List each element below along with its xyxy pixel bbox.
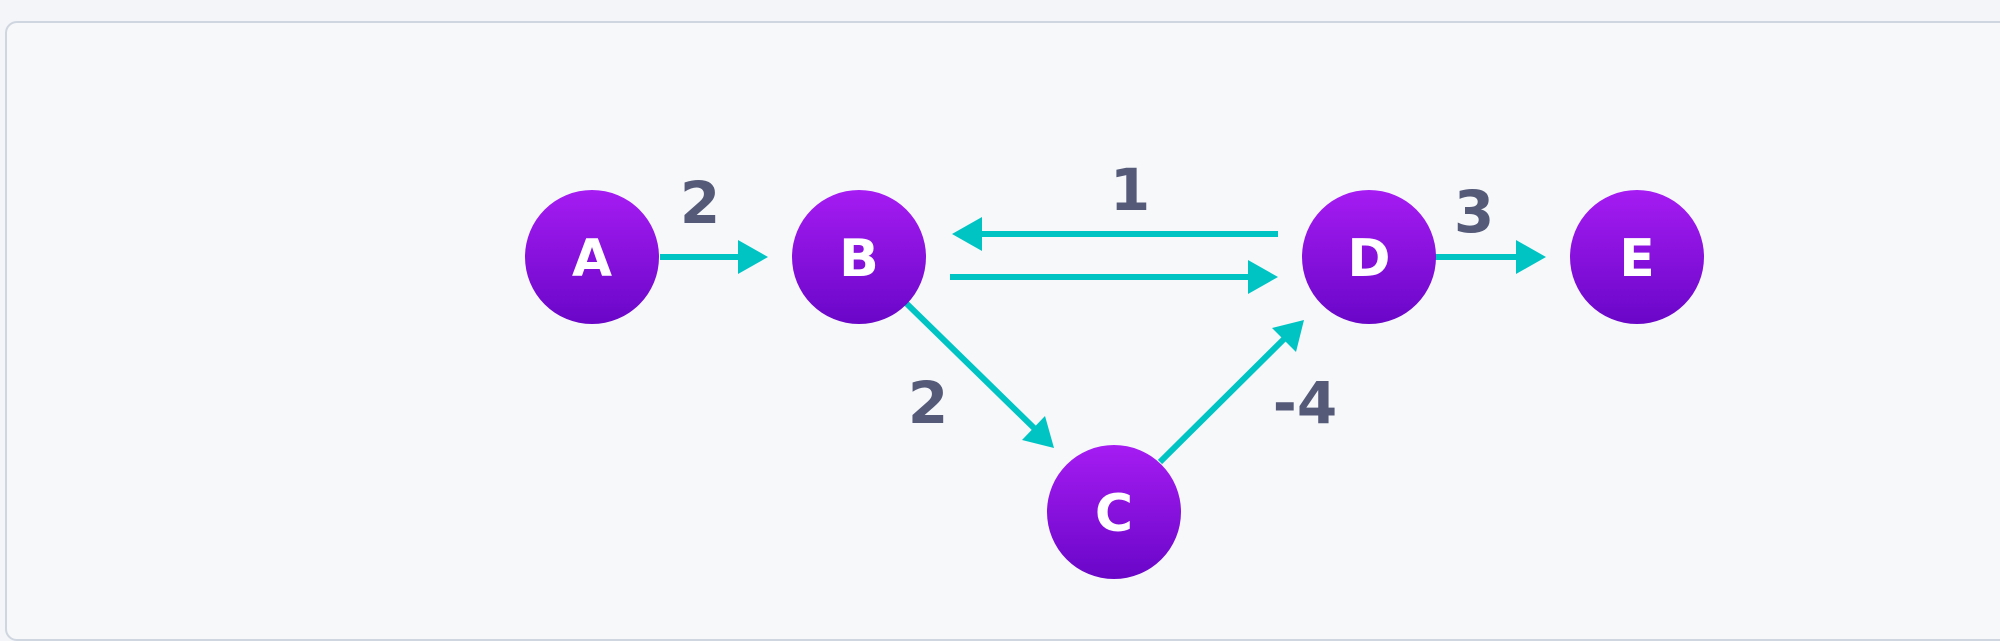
node-e-label: E [1619, 229, 1655, 289]
edge-b-c [903, 300, 1054, 448]
edge-c-d [1157, 320, 1304, 465]
diagram-panel [5, 21, 2000, 641]
weight-c-d: -4 [1273, 369, 1337, 437]
node-c: C [1047, 445, 1181, 579]
graph-diagram: 2 1 2 -4 3 A B C D E [525, 156, 1704, 579]
weight-d-e: 3 [1454, 178, 1494, 246]
node-b-label: B [839, 229, 879, 289]
edge-d-e [1432, 240, 1546, 274]
weight-b-c: 2 [908, 369, 948, 437]
node-c-label: C [1095, 484, 1133, 544]
edge-b-d [950, 260, 1278, 294]
edge-a-b [660, 240, 768, 274]
node-a-label: A [572, 229, 612, 289]
weight-d-b: 1 [1110, 156, 1150, 224]
edge-d-b [952, 217, 1278, 251]
node-d-label: D [1347, 229, 1390, 289]
node-a: A [525, 190, 659, 324]
weight-a-b: 2 [680, 169, 720, 237]
node-d: D [1302, 190, 1436, 324]
node-e: E [1570, 190, 1704, 324]
node-b: B [792, 190, 926, 324]
